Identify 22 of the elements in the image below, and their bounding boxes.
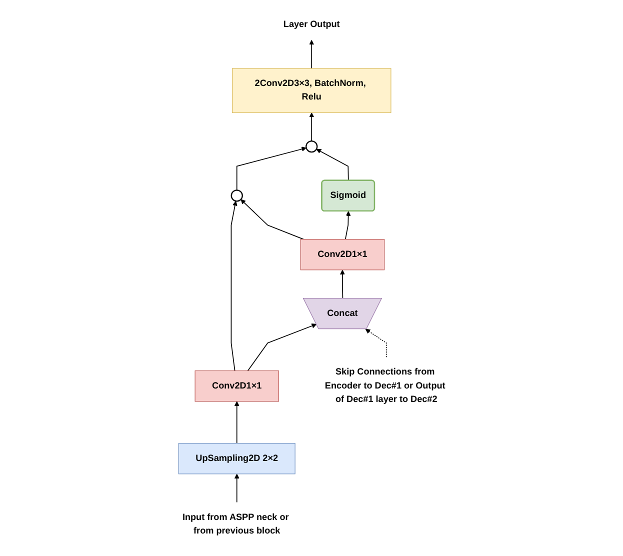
- node-text: Skip Connections from Encoder to Dec#1 or Output of Dec#1 layer to Dec#2: [324, 367, 446, 404]
- node-box: [300, 239, 384, 270]
- arrow: [230, 200, 238, 372]
- node-circle: [230, 190, 243, 202]
- arrow: [309, 40, 314, 69]
- arrow: [316, 148, 349, 182]
- node-text: Layer Output: [283, 20, 340, 30]
- node-box: [232, 68, 392, 113]
- arrow: [236, 146, 306, 191]
- node-box: [178, 443, 296, 474]
- arrow: [240, 199, 304, 240]
- arrow: [344, 211, 351, 240]
- diagram: Layer Output 2Conv2D3×3, BatchNorm, Relu Sigmoid Conv2D1×1 Concat Conv2D1×1 UpSampling2D 2×2 Skip Connections from Encoder to Dec#1 or Output of Dec#1 layer to Dec#2 Input from ASPP neck or from previous block: [152, 5, 470, 551]
- node-circle: [305, 140, 318, 153]
- arrow: [309, 112, 314, 142]
- arrow: [234, 474, 240, 503]
- arrow: [340, 270, 345, 299]
- arrow: [365, 328, 387, 358]
- node-text: Input from ASPP neck or from previous block: [182, 512, 289, 536]
- arrow: [234, 401, 240, 444]
- node-box: [194, 370, 279, 402]
- arrow: [247, 324, 316, 372]
